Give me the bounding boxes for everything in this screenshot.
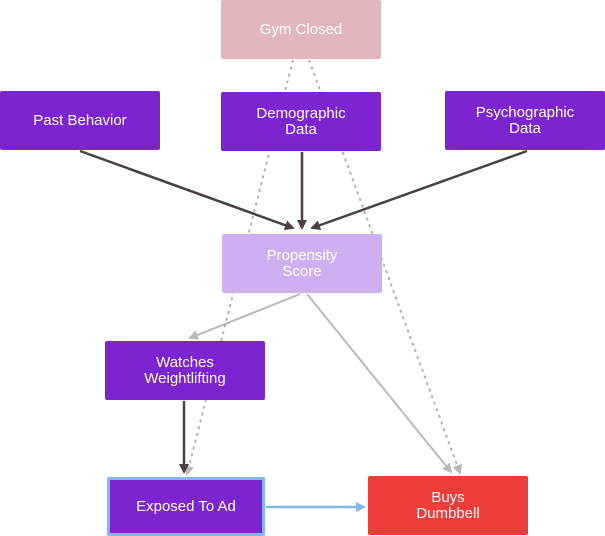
- node-past-behavior[interactable]: Past Behavior: [0, 91, 160, 150]
- node-gym-closed-label: Gym Closed: [259, 20, 343, 38]
- node-buys-dumbbell[interactable]: Buys Dumbbell: [368, 476, 528, 535]
- node-watches-weightlifting[interactable]: Watches Weightlifting: [105, 341, 265, 400]
- edge-propensity-score-to-buys-dumbbell: [306, 293, 453, 474]
- node-demographic-data[interactable]: Demographic Data: [221, 92, 381, 151]
- edge-gym-closed-to-buys-dumbbell: [308, 59, 462, 475]
- node-watches-weightlifting-label: Watches Weightlifting: [144, 353, 226, 387]
- node-psychographic-data[interactable]: Psychographic Data: [445, 91, 605, 150]
- node-buys-dumbbell-label: Buys Dumbbell: [416, 488, 480, 522]
- node-past-behavior-label: Past Behavior: [33, 111, 127, 129]
- node-exposed-to-ad[interactable]: Exposed To Ad: [107, 477, 265, 536]
- node-demographic-data-label: Demographic Data: [256, 104, 346, 138]
- node-gym-closed[interactable]: Gym Closed: [221, 0, 381, 59]
- edge-psychographic-data-to-propensity-score: [310, 149, 528, 231]
- node-propensity-score[interactable]: Propensity Score: [222, 234, 382, 293]
- node-exposed-to-ad-label: Exposed To Ad: [136, 497, 236, 515]
- edge-propensity-score-to-watches-weightlifting: [188, 293, 301, 340]
- node-psychographic-data-label: Psychographic Data: [475, 103, 575, 137]
- edge-past-behavior-to-propensity-score: [79, 149, 295, 230]
- node-propensity-score-label: Propensity Score: [266, 246, 338, 280]
